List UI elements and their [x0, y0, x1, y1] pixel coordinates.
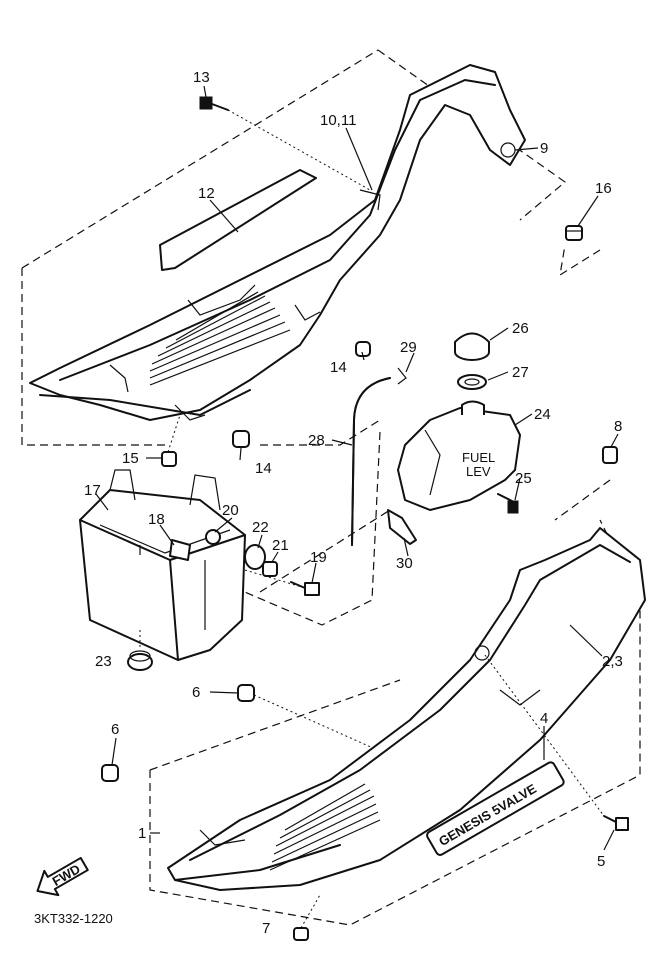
label-16: 16 [595, 180, 612, 197]
fuel-tank-24: FUEL LEV [397, 400, 521, 511]
grommet-6a [237, 684, 255, 702]
label-19: 19 [310, 549, 327, 566]
clip-29 [397, 367, 407, 385]
label-17: 17 [84, 482, 101, 499]
label-6a: 6 [192, 684, 200, 701]
collar-21 [262, 561, 278, 577]
label-5: 5 [597, 853, 605, 870]
label-28: 28 [308, 432, 325, 449]
label-8: 8 [614, 418, 622, 435]
fwd-arrow-icon: FWD [36, 856, 89, 897]
label-21: 21 [272, 537, 289, 554]
lower-side-cover [167, 527, 646, 891]
label-2-3: 2,3 [602, 653, 623, 670]
label-26: 26 [512, 320, 529, 337]
bracket-30 [387, 509, 417, 545]
drawing-code: 3KT332-1220 [34, 911, 113, 926]
bolt-25 [507, 500, 519, 514]
label-27: 27 [512, 364, 529, 381]
battery-box-17 [79, 469, 246, 661]
label-12: 12 [198, 185, 215, 202]
label-29: 29 [400, 339, 417, 356]
label-1: 1 [138, 825, 146, 842]
leader-lines [95, 85, 619, 851]
label-10-11: 10,11 [320, 112, 356, 129]
label-25: 25 [515, 470, 532, 487]
band-18 [169, 539, 191, 561]
tank-dashed-boundary [239, 431, 381, 626]
damper-22 [244, 544, 266, 570]
label-13: 13 [193, 69, 210, 86]
tank-label-lev: LEV [466, 464, 491, 479]
gasket-27 [457, 374, 487, 390]
grommet-14b [232, 430, 250, 448]
bolt-19 [290, 581, 320, 596]
grommet-7 [293, 927, 309, 941]
label-20: 20 [222, 502, 239, 519]
label-15: 15 [122, 450, 139, 467]
grommet-6b [101, 764, 119, 782]
grommet-16 [565, 225, 583, 241]
part-12-strip [159, 169, 317, 271]
bolt-5 [603, 815, 629, 831]
label-24: 24 [534, 406, 551, 423]
label-4: 4 [540, 710, 548, 727]
grommet-23 [127, 650, 153, 671]
bolt-13 [199, 96, 371, 191]
filler-cap-26 [454, 332, 490, 361]
label-7: 7 [262, 920, 270, 937]
label-22: 22 [252, 519, 269, 536]
upper-assembly-boundary [21, 49, 601, 446]
label-30: 30 [396, 555, 413, 572]
label-9: 9 [540, 140, 548, 157]
label-14a: 14 [330, 359, 347, 376]
grommet-8 [602, 446, 618, 464]
label-23: 23 [95, 653, 112, 670]
grommet-20 [205, 529, 221, 545]
label-6b: 6 [111, 721, 119, 738]
label-18: 18 [148, 511, 165, 528]
nut-15 [161, 451, 177, 467]
upper-side-cover [29, 64, 526, 421]
label-14b: 14 [255, 460, 272, 477]
tank-label-fuel: FUEL [462, 450, 495, 465]
